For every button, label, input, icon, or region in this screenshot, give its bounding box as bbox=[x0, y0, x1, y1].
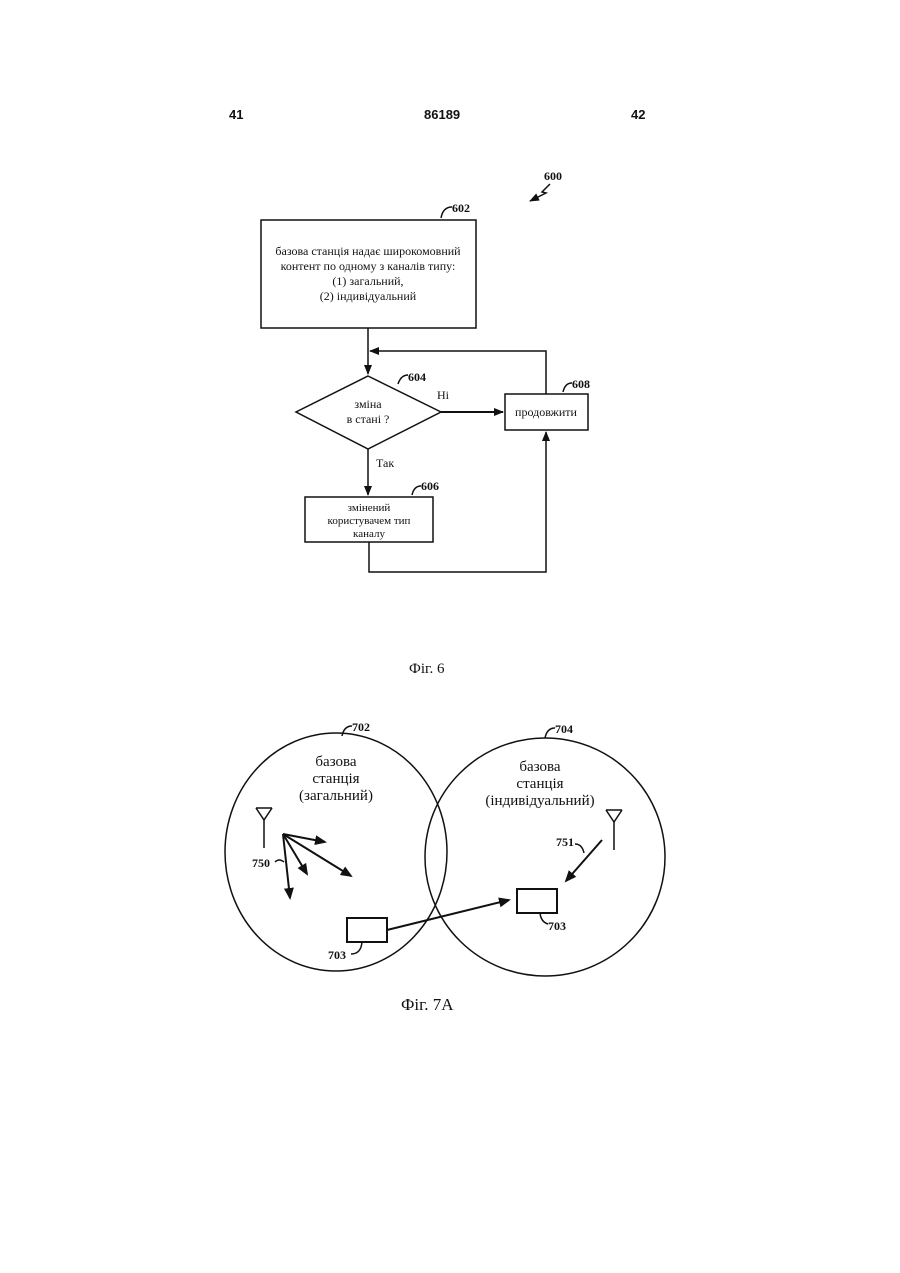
path-606-to-608 bbox=[369, 432, 546, 572]
box-608-label: продовжити bbox=[515, 405, 577, 419]
cell-704-line2: станція bbox=[516, 776, 563, 792]
decision-604-line2: в стані ? bbox=[347, 412, 390, 426]
ref-703-right-leader bbox=[540, 913, 548, 924]
ref-704: 704 bbox=[555, 722, 573, 736]
cell-702-line3: (загальний) bbox=[299, 788, 373, 804]
ref-703-right: 703 bbox=[548, 919, 566, 933]
ref-600-pointer bbox=[530, 184, 550, 201]
box-602-line2: контент по одному з каналів типу: bbox=[281, 259, 456, 273]
fig6-flowchart: 600 602 базова станція надає широкомовни… bbox=[0, 0, 900, 640]
handover-arrow bbox=[387, 900, 509, 930]
ref-604-leader bbox=[398, 375, 408, 384]
yes-label: Так bbox=[376, 456, 394, 470]
ref-704-leader bbox=[545, 728, 555, 738]
ref-604: 604 bbox=[408, 370, 426, 384]
box-606-line3: каналу bbox=[353, 528, 385, 540]
cell-702-line1: базова bbox=[315, 754, 357, 770]
box-602-line4: (2) індивідуальний bbox=[320, 289, 417, 303]
ref-608-leader bbox=[563, 383, 572, 392]
device-703-right bbox=[517, 889, 557, 913]
fig7a-diagram: 702 704 базова станція (загальний) базов… bbox=[0, 700, 900, 1000]
box-602-line1: базова станція надає широкомовний bbox=[275, 244, 461, 258]
loop-608-to-604 bbox=[370, 351, 546, 394]
antenna-702-icon bbox=[256, 808, 272, 848]
ref-602-leader bbox=[441, 207, 452, 218]
ref-606: 606 bbox=[421, 479, 439, 493]
ref-608: 608 bbox=[572, 377, 590, 391]
fig7a-caption: Фіг. 7А bbox=[401, 995, 454, 1015]
decision-604-line1: зміна bbox=[354, 397, 382, 411]
device-703-left bbox=[347, 918, 387, 942]
ref-703-left-leader bbox=[351, 942, 362, 954]
ref-702: 702 bbox=[352, 720, 370, 734]
cell-704-line3: (індивідуальний) bbox=[485, 793, 594, 809]
broadcast-arrows-750 bbox=[283, 834, 351, 898]
box-602-line3: (1) загальний, bbox=[332, 274, 403, 288]
ref-600: 600 bbox=[544, 169, 562, 183]
box-606-line2: користувачем тип bbox=[328, 515, 411, 527]
ref-751-leader bbox=[575, 844, 584, 853]
ref-606-leader bbox=[412, 486, 421, 495]
antenna-704-icon bbox=[606, 810, 622, 850]
ref-750: 750 bbox=[252, 856, 270, 870]
ref-602: 602 bbox=[452, 201, 470, 215]
cell-702-line2: станція bbox=[312, 771, 359, 787]
box-606-line1: змінений bbox=[348, 502, 391, 514]
cell-704-line1: базова bbox=[519, 759, 561, 775]
ref-750-leader bbox=[275, 860, 284, 862]
ref-751: 751 bbox=[556, 835, 574, 849]
fig6-caption: Фіг. 6 bbox=[409, 661, 444, 678]
ref-703-left: 703 bbox=[328, 948, 346, 962]
no-label: Ні bbox=[437, 388, 450, 402]
